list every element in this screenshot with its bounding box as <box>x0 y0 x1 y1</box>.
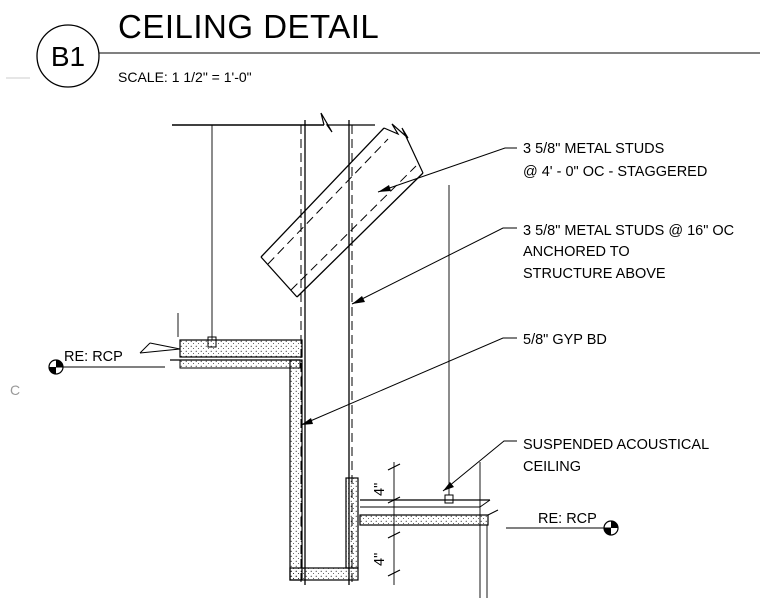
note-line: 3 5/8" METAL STUDS @ 16" OC <box>523 223 734 239</box>
dimensions: 4" 4" <box>372 462 401 585</box>
dim-lower: 4" <box>372 553 388 566</box>
rcp-reference-right: RE: RCP <box>506 511 619 536</box>
gyp-board <box>289 359 359 581</box>
rcp-ref-label: RE: RCP <box>64 349 123 365</box>
hanger-wires <box>177 125 488 598</box>
note-gyp-bd: 5/8" GYP BD <box>523 332 607 348</box>
structure-above <box>172 112 375 133</box>
note-studs-staggered: 3 5/8" METAL STUDS @ 4' - 0" OC - STAGGE… <box>523 141 707 180</box>
detail-id-bubble <box>36 24 100 88</box>
dim-upper: 4" <box>372 483 388 496</box>
note-line: STRUCTURE ABOVE <box>523 266 666 282</box>
stray-mark: C <box>10 382 20 398</box>
acoustical-ceiling <box>359 494 499 526</box>
note-studs-anchored: 3 5/8" METAL STUDS @ 16" OC ANCHORED TO … <box>523 223 734 282</box>
rcp-reference-left: RE: RCP <box>48 349 165 375</box>
note-line: ANCHORED TO <box>523 244 630 260</box>
vertical-stud <box>300 120 353 585</box>
scale-label: SCALE: 1 1/2" = 1'-0" <box>118 69 252 85</box>
upper-ceiling <box>139 336 303 369</box>
note-line: 5/8" GYP BD <box>523 332 607 348</box>
rcp-ref-label: RE: RCP <box>538 511 597 527</box>
diagonal-brace-stud <box>260 123 424 298</box>
note-line: SUSPENDED ACOUSTICAL <box>523 437 709 453</box>
title-block: B1 CEILING DETAIL SCALE: 1 1/2" = 1'-0" <box>6 8 760 88</box>
note-line: 3 5/8" METAL STUDS <box>523 141 664 157</box>
page-title: CEILING DETAIL <box>118 8 379 45</box>
detail-id: B1 <box>51 41 85 72</box>
note-line: @ 4' - 0" OC - STAGGERED <box>523 164 707 180</box>
leaders <box>300 147 517 492</box>
note-line: CEILING <box>523 459 581 475</box>
note-acoustical-ceiling: SUSPENDED ACOUSTICAL CEILING <box>523 437 709 475</box>
